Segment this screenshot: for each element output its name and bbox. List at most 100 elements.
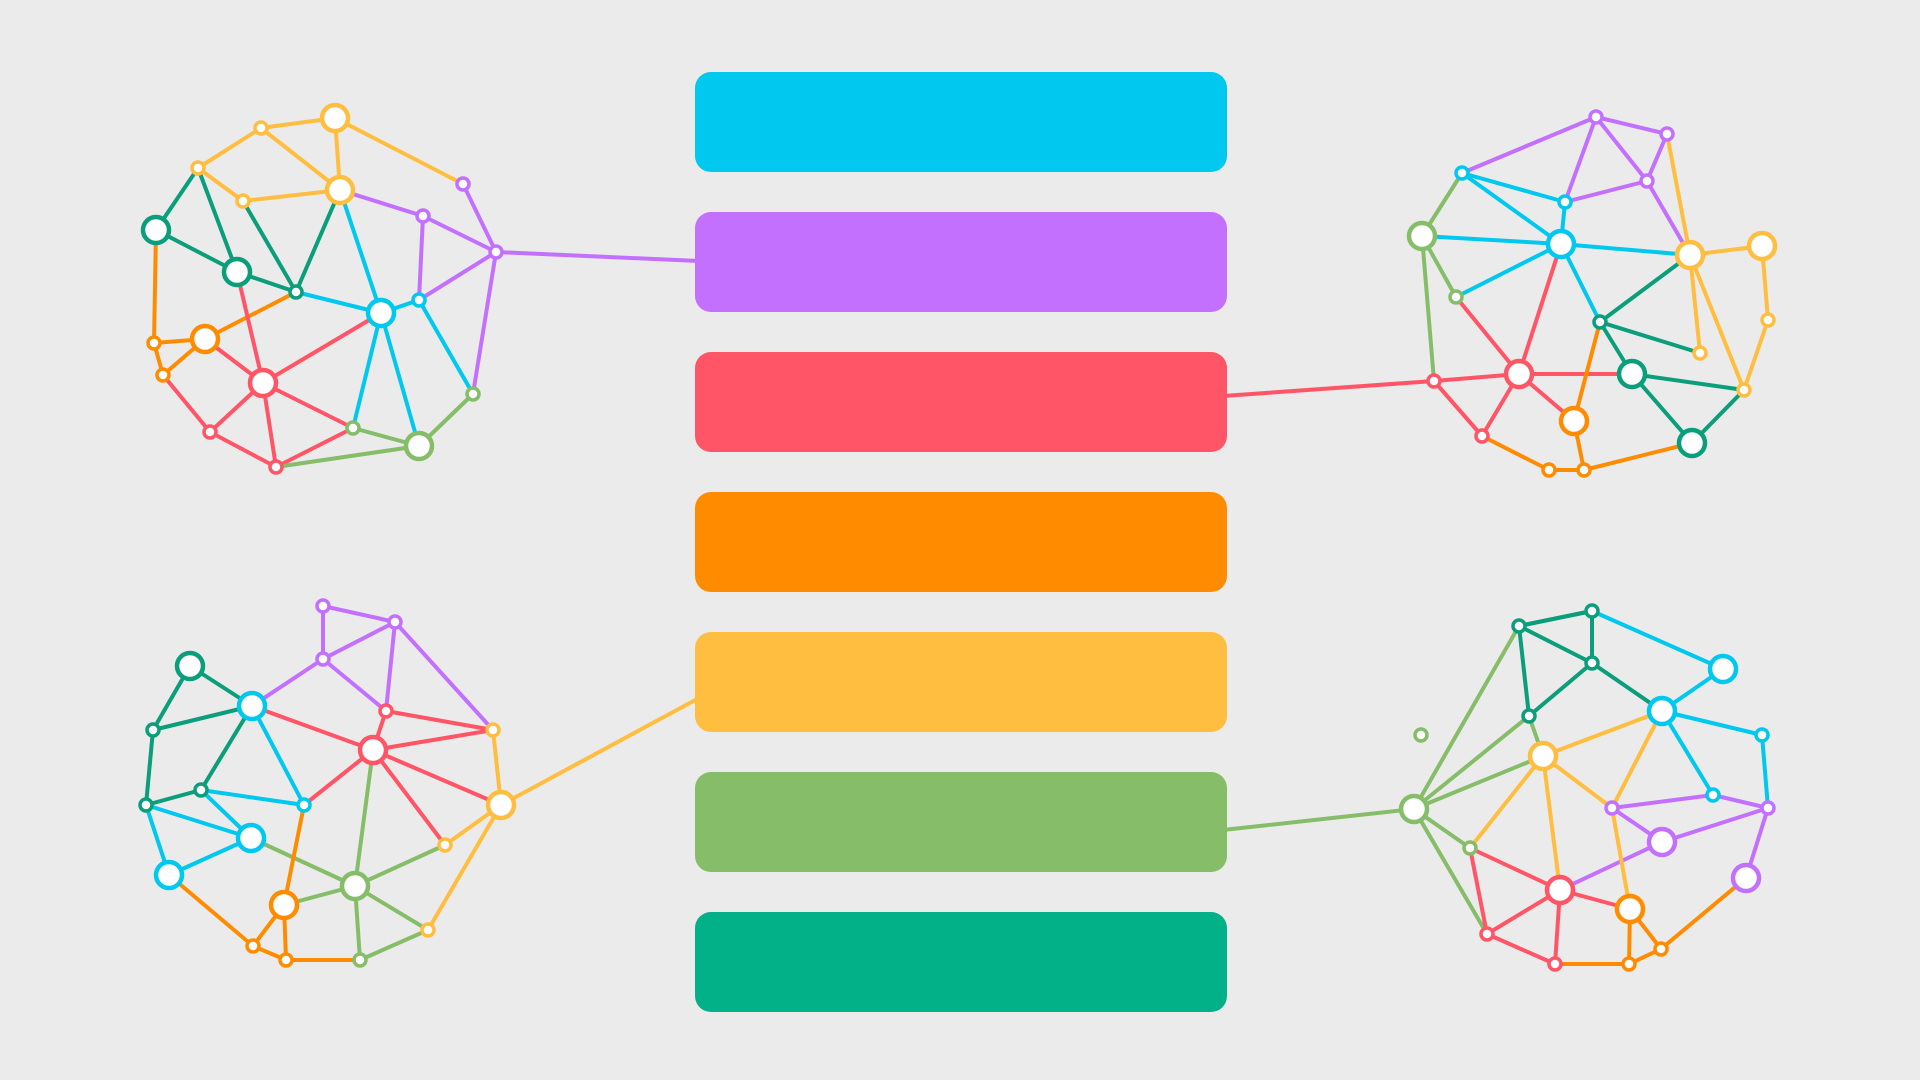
network-node xyxy=(1503,358,1535,390)
connector-top-right xyxy=(1221,379,1436,398)
network-node xyxy=(319,102,351,134)
network-edge xyxy=(1563,115,1598,204)
network-edge xyxy=(144,788,203,807)
network-edge xyxy=(371,748,503,807)
network-edge xyxy=(461,182,498,254)
bar-purple[interactable] xyxy=(695,212,1227,312)
network-edge xyxy=(1420,234,1563,246)
network-edge xyxy=(417,298,475,396)
connector-lines xyxy=(494,250,1436,832)
network-node xyxy=(415,208,431,224)
network-node xyxy=(245,938,261,954)
network-node xyxy=(236,690,268,722)
network-edge xyxy=(1582,441,1694,472)
network-node xyxy=(1474,428,1490,444)
network-edge xyxy=(417,250,498,302)
network-edge xyxy=(1610,806,1632,911)
network-edge xyxy=(161,373,212,434)
network-node xyxy=(1584,603,1600,619)
network-edge xyxy=(1541,709,1664,758)
network-node xyxy=(1692,345,1708,361)
network-edge xyxy=(250,704,306,807)
network-node xyxy=(1558,405,1590,437)
network-node xyxy=(1614,893,1646,925)
network-node xyxy=(146,335,162,351)
network-edge xyxy=(152,228,158,345)
network-node xyxy=(1754,727,1770,743)
network-node xyxy=(1646,695,1678,727)
network-node xyxy=(1426,373,1442,389)
network-node xyxy=(174,650,206,682)
network-edge xyxy=(249,836,357,888)
network-edge xyxy=(208,430,278,469)
network-node xyxy=(1545,228,1577,260)
network-node xyxy=(1584,655,1600,671)
bar-red[interactable] xyxy=(695,352,1227,452)
network-edge xyxy=(1563,179,1649,204)
network-edge xyxy=(1660,709,1764,737)
network-node xyxy=(1659,126,1675,142)
network-node xyxy=(138,797,154,813)
network-node xyxy=(1521,708,1537,724)
network-edge xyxy=(261,311,383,385)
network-node xyxy=(235,193,251,209)
bar-teal[interactable] xyxy=(695,912,1227,1012)
network-node xyxy=(221,256,253,288)
network-node xyxy=(357,734,389,766)
network-edge xyxy=(203,290,298,341)
network-node xyxy=(1639,173,1655,189)
network-edge xyxy=(379,311,421,448)
network-edge xyxy=(417,214,425,302)
bar-green[interactable] xyxy=(695,772,1227,872)
network-edge xyxy=(1412,807,1489,936)
network-edge xyxy=(199,788,306,807)
network-edge xyxy=(1559,242,1692,257)
network-node xyxy=(411,292,427,308)
bar-orange[interactable] xyxy=(695,492,1227,592)
network-node xyxy=(1541,462,1557,478)
network-edge xyxy=(338,188,383,315)
network-node xyxy=(268,459,284,475)
network-edge xyxy=(1432,379,1484,438)
network-edge xyxy=(199,704,254,792)
network-edge xyxy=(371,748,447,847)
network-edge xyxy=(241,188,342,203)
network-edge xyxy=(1460,171,1563,246)
network-edge xyxy=(384,620,397,713)
network-edge xyxy=(1468,846,1489,936)
network-edge xyxy=(1659,876,1748,951)
network-edge xyxy=(384,709,495,732)
network-node xyxy=(403,430,435,462)
network-node xyxy=(153,859,185,891)
network-top-right xyxy=(1406,109,1778,478)
network-edge xyxy=(1480,434,1551,472)
network-node xyxy=(190,160,206,176)
network-node xyxy=(1406,220,1438,252)
network-node xyxy=(324,174,356,206)
network-node xyxy=(1646,826,1678,858)
network-edge xyxy=(358,928,430,962)
network-edge xyxy=(196,126,263,170)
network-edge xyxy=(353,843,447,888)
network-edge xyxy=(196,166,245,203)
network-node xyxy=(268,889,300,921)
network-edge xyxy=(421,214,498,254)
network-edge xyxy=(1558,840,1664,892)
bar-cyan[interactable] xyxy=(695,72,1227,172)
network-edge xyxy=(333,116,465,186)
network-edge xyxy=(1485,932,1557,966)
network-node xyxy=(437,837,453,853)
network-edge xyxy=(1660,709,1715,797)
network-node xyxy=(378,703,394,719)
network-edge xyxy=(471,250,498,396)
network-node xyxy=(288,284,304,300)
bar-yellow[interactable] xyxy=(695,632,1227,732)
network-node xyxy=(193,782,209,798)
network-edge xyxy=(1517,624,1594,665)
network-edge xyxy=(144,803,253,840)
network-edge xyxy=(1590,609,1725,671)
network-edge xyxy=(371,728,495,752)
network-node xyxy=(235,822,267,854)
connector-bottom-left xyxy=(499,696,701,807)
network-node xyxy=(1760,312,1776,328)
